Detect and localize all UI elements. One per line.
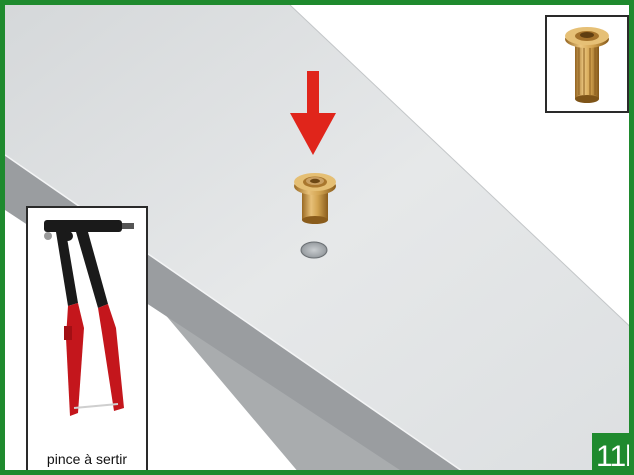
rivet-nut-pliers [28,208,146,448]
tool-inset: pince à sertir [26,206,148,472]
insert-inset [545,15,629,113]
tool-caption: pince à sertir [28,450,146,470]
rivet-nut-closeup [547,17,627,111]
panel-hole [301,242,327,258]
step-number-badge: 11b [592,433,634,475]
